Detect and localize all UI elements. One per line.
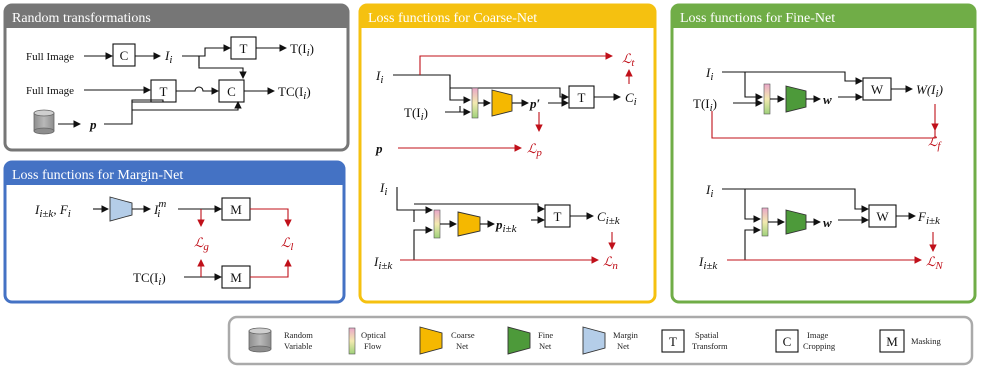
fine-net-icon-bottom <box>785 209 807 235</box>
legend-optical-flow-1: Optical <box>361 330 387 340</box>
fine-top-input-ti: T(Ii) <box>693 96 717 114</box>
legend-random-variable-icon <box>248 327 272 353</box>
fine-loss-N: ℒN <box>926 254 943 272</box>
legend-margin-net-2: Net <box>617 341 630 351</box>
mask-box-bottom-label: M <box>230 270 242 285</box>
legend-masking: Masking <box>911 336 942 346</box>
random-p-label: p <box>89 117 97 132</box>
fine-bottom-input-i: Ii <box>705 182 713 200</box>
fine-top-input-i: Ii <box>705 65 713 83</box>
loss-l: ℒl <box>281 235 293 253</box>
fine-net-icon-top <box>785 85 807 113</box>
random-out-ti: T(Ii) <box>290 41 314 59</box>
legend-c-symbol: C <box>783 334 792 349</box>
transform-box-top-label: T <box>240 41 248 56</box>
random-variable-icon <box>33 109 55 135</box>
legend-image-cropping-1: Image <box>807 330 828 340</box>
fine-net-panel: Loss functions for Fine-Net Ii T(Ii) w W… <box>670 3 977 304</box>
margin-input-label: Ii±k, Fi <box>34 202 71 220</box>
legend-optical-flow-icon <box>348 327 356 355</box>
margin-panel-title: Loss functions for Margin-Net <box>12 168 183 183</box>
coarse-transform-top-label: T <box>578 90 586 105</box>
coarse-p-prime: p′ <box>529 96 541 111</box>
coarse-transform-bottom-label: T <box>554 209 562 224</box>
legend-t-box <box>661 329 685 353</box>
optical-flow-icon-coarse-top <box>471 87 479 119</box>
coarse-p-ik: pi±k <box>495 217 518 235</box>
legend-m-box <box>879 329 905 353</box>
legend-random-variable-1: Random <box>284 330 313 340</box>
fine-f-out: Fi±k <box>917 209 941 227</box>
coarse-bottom-input-i: Ii <box>379 180 387 198</box>
legend-spatial-transform-1: Spatial <box>695 330 719 340</box>
legend: Random Variable Optical Flow Coarse Net … <box>227 315 974 366</box>
coarse-top-input-ti: T(Ii) <box>404 105 428 123</box>
legend-margin-net-icon <box>582 326 606 355</box>
legend-fine-net-1: Fine <box>538 330 553 340</box>
legend-coarse-net-icon <box>419 326 443 355</box>
coarse-c-ik: Ci±k <box>597 209 621 227</box>
fine-warp-box-top-label: W <box>871 82 884 97</box>
optical-flow-icon-fine-top <box>763 83 771 115</box>
crop-box-mid-label: C <box>227 84 236 99</box>
fine-w-label-bottom: w <box>823 215 832 230</box>
full-image-label-2: Full Image <box>26 85 74 97</box>
legend-spatial-transform-2: Transform <box>692 341 728 351</box>
fine-w-label-top: w <box>823 92 832 107</box>
legend-fine-net-2: Net <box>539 341 552 351</box>
random-out-i: Ii <box>164 48 172 66</box>
fine-w-out: W(Ii) <box>916 82 943 100</box>
legend-coarse-net-2: Net <box>456 341 469 351</box>
crop-box-top <box>112 43 136 67</box>
random-panel-title: Random transformations <box>12 11 151 26</box>
legend-random-variable-2: Variable <box>284 341 313 351</box>
coarse-p-label: p <box>375 141 383 156</box>
legend-margin-net-1: Margin <box>613 330 639 340</box>
margin-tc-label: TC(Ii) <box>133 270 166 288</box>
crop-box-top-label: C <box>120 48 129 63</box>
optical-flow-icon-coarse-bottom <box>433 209 441 239</box>
legend-t-symbol: T <box>669 334 677 349</box>
legend-fine-net-icon <box>507 326 531 355</box>
random-transformations-panel: Random transformations Full Image C Ii T… <box>3 3 350 152</box>
fine-loss-f: ℒf <box>928 134 942 152</box>
legend-m-symbol: M <box>886 334 898 349</box>
coarse-loss-p: ℒp <box>527 141 542 159</box>
fine-bottom-input-ik: Ii±k <box>698 254 718 272</box>
transform-box-mid-label: T <box>160 84 168 99</box>
coarse-loss-n: ℒn <box>603 254 618 272</box>
coarse-net-icon-top <box>491 89 513 117</box>
coarse-top-input-i: Ii <box>375 68 383 86</box>
coarse-bottom-input-ik: Ii±k <box>373 254 393 272</box>
coarse-c-out: Ci <box>625 90 637 108</box>
margin-net-panel: Loss functions for Margin-Net Ii±k, Fi I… <box>3 160 346 304</box>
mask-box-top-label: M <box>230 202 242 217</box>
margin-net-icon <box>109 196 133 222</box>
coarse-loss-t: ℒt <box>622 51 635 69</box>
full-image-label-1: Full Image <box>26 51 74 63</box>
legend-image-cropping-2: Cropping <box>803 341 836 351</box>
fine-warp-box-bottom-label: W <box>876 209 889 224</box>
legend-optical-flow-2: Flow <box>364 341 382 351</box>
legend-coarse-net-1: Coarse <box>451 330 475 340</box>
legend-c-box <box>775 329 799 353</box>
fine-panel-title: Loss functions for Fine-Net <box>680 11 835 26</box>
random-out-tci: TC(Ii) <box>278 84 311 102</box>
coarse-net-icon-bottom <box>457 211 481 237</box>
loss-g: ℒg <box>194 235 209 253</box>
optical-flow-icon-fine-bottom <box>761 207 769 237</box>
coarse-panel-title: Loss functions for Coarse-Net <box>368 11 537 26</box>
coarse-net-panel: Loss functions for Coarse-Net Ii T(Ii) p… <box>358 3 657 304</box>
